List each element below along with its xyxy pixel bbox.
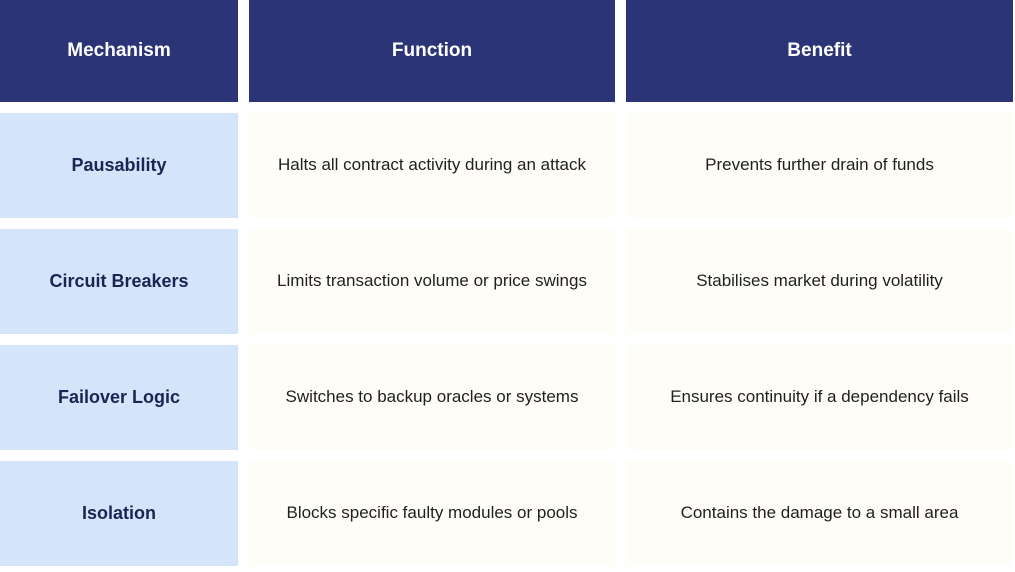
table-row: Pausability xyxy=(0,113,238,218)
column-header-mechanism-label: Mechanism xyxy=(67,40,171,61)
column-header-mechanism: Mechanism xyxy=(0,0,238,102)
cell-function: Blocks specific faulty modules or pools xyxy=(286,503,578,523)
table-row: Blocks specific faulty modules or pools xyxy=(249,461,615,566)
table-row: Switches to backup oracles or systems xyxy=(249,345,615,450)
cell-function: Limits transaction volume or price swing… xyxy=(277,271,587,291)
cell-function: Halts all contract activity during an at… xyxy=(277,155,587,175)
column-header-function: Function xyxy=(249,0,615,102)
cell-benefit: Prevents further drain of funds xyxy=(705,155,934,175)
cell-benefit: Contains the damage to a small area xyxy=(680,503,959,523)
table-row: Limits transaction volume or price swing… xyxy=(249,229,615,334)
table-row: Contains the damage to a small area xyxy=(626,461,1013,566)
cell-benefit: Stabilises market during volatility xyxy=(696,271,943,291)
cell-benefit: Ensures continuity if a dependency fails xyxy=(670,387,969,407)
table-row: Isolation xyxy=(0,461,238,566)
table-row: Circuit Breakers xyxy=(0,229,238,334)
table-row: Ensures continuity if a dependency fails xyxy=(626,345,1013,450)
column-header-benefit: Benefit xyxy=(626,0,1013,102)
cell-mechanism: Circuit Breakers xyxy=(49,271,189,292)
column-header-function-label: Function xyxy=(391,40,473,61)
column-header-benefit-label: Benefit xyxy=(787,40,852,61)
table-row: Halts all contract activity during an at… xyxy=(249,113,615,218)
cell-mechanism: Pausability xyxy=(71,155,167,176)
cell-mechanism: Failover Logic xyxy=(57,387,181,408)
table-row: Stabilises market during volatility xyxy=(626,229,1013,334)
table-row: Failover Logic xyxy=(0,345,238,450)
table-row: Prevents further drain of funds xyxy=(626,113,1013,218)
cell-function: Switches to backup oracles or systems xyxy=(285,387,579,407)
cell-mechanism: Isolation xyxy=(81,503,156,524)
